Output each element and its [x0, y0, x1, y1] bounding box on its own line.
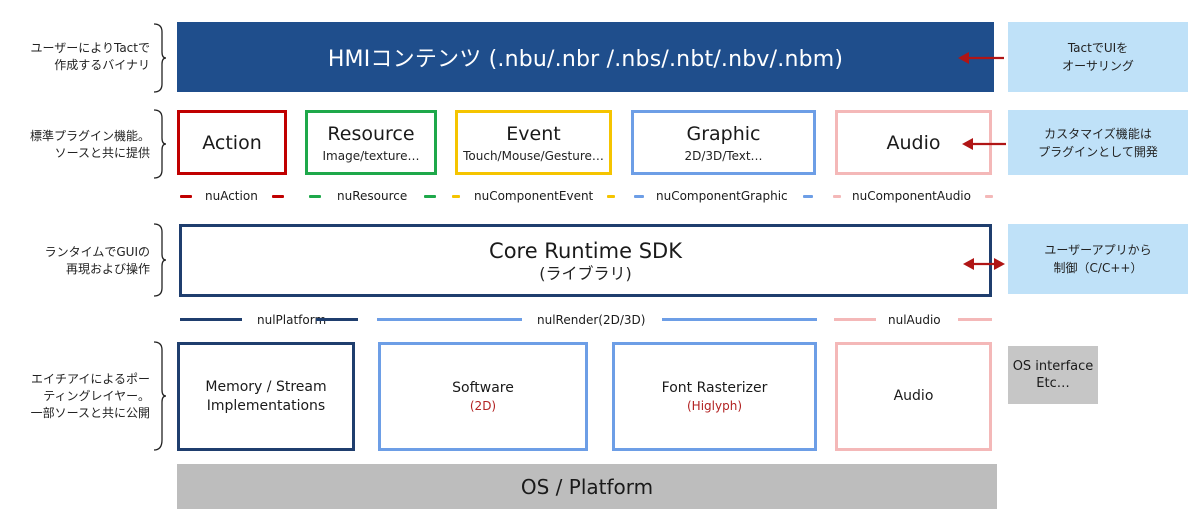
plugin-graphic-subtitle: 2D/3D/Text…: [684, 148, 763, 163]
port-font-rasterizer: Font Rasterizer (Higlyph): [612, 342, 817, 451]
callout-authoring-line-1: TactでUIを: [1067, 41, 1129, 55]
iface-label-platform: nulPlatform: [257, 313, 327, 327]
note-plugins: 標準プラグイン機能。 ソースと共に提供: [4, 128, 150, 162]
port-audio-title: Audio: [893, 388, 934, 404]
note-plugins-line-1: 標準プラグイン機能。: [29, 129, 150, 143]
note-porting: エイチアイによるポー ティングレイヤー。 一部ソースと共に公開: [4, 371, 150, 422]
plugin-event: Event Touch/Mouse/Gesture…: [455, 110, 612, 175]
iface-line-platform-right: [316, 318, 358, 321]
brace-porting: [153, 341, 166, 451]
plugin-event-subtitle: Touch/Mouse/Gesture…: [463, 148, 604, 163]
port-font-rasterizer-title: Font Rasterizer: [661, 380, 768, 396]
iface-line-audio-right: [958, 318, 992, 321]
iface-dash-action-right: [272, 195, 284, 198]
note-hmi: ユーザーによりTactで 作成するバイナリ: [4, 40, 150, 74]
os-platform-label: OS / Platform: [520, 474, 654, 499]
plugin-event-title: Event: [506, 122, 561, 145]
iface-label-graphic: nuComponentGraphic: [656, 189, 788, 203]
iface-dash-resource-left: [309, 195, 321, 198]
iface-dash-resource-right: [424, 195, 436, 198]
arrow-control-bidirectional-icon: [963, 258, 1005, 270]
iface-label-action: nuAction: [205, 189, 258, 203]
port-font-rasterizer-subtitle: (Higlyph): [687, 399, 742, 413]
iface-label-resource: nuResource: [337, 189, 408, 203]
note-porting-line-2: ティングレイヤー。: [43, 389, 150, 403]
iface-dash-graphic-left: [634, 195, 644, 198]
iface-dash-audio-right: [985, 195, 993, 198]
callout-control-line-2: 制御（C/C++）: [1053, 261, 1143, 275]
note-hmi-line-1: ユーザーによりTactで: [30, 41, 150, 55]
port-software-title: Software: [452, 380, 514, 396]
iface-label-event: nuComponentEvent: [474, 189, 594, 203]
note-plugins-line-2: ソースと共に提供: [54, 146, 150, 160]
iface-line-render-right: [662, 318, 817, 321]
plugin-action: Action: [177, 110, 287, 175]
iface-line-audio-left: [834, 318, 876, 321]
callout-customize-line-2: プラグインとして開発: [1038, 144, 1158, 159]
note-runtime-line-2: 再現および操作: [65, 262, 150, 276]
os-platform-bar: OS / Platform: [177, 464, 997, 509]
callout-control-line-1: ユーザーアプリから: [1044, 243, 1152, 257]
port-memory-stream: Memory / Stream Implementations: [177, 342, 355, 451]
port-memory-stream-title: Memory / Stream Implementations: [205, 378, 327, 414]
os-interface-box: OS interface Etc…: [1008, 346, 1098, 404]
plugin-resource-subtitle: Image/texture…: [322, 148, 420, 163]
callout-control: ユーザーアプリから 制御（C/C++）: [1008, 224, 1188, 294]
note-porting-line-1: エイチアイによるポー: [30, 372, 150, 386]
callout-customize-line-1: カスタマイズ機能は: [1044, 126, 1152, 141]
os-interface-line-2: Etc…: [1036, 376, 1070, 391]
port-audio: Audio: [835, 342, 992, 451]
note-runtime: ランタイムでGUIの 再現および操作: [4, 244, 150, 278]
plugin-audio-title: Audio: [886, 131, 941, 154]
iface-label-render: nulRender(2D/3D): [537, 313, 646, 327]
port-software: Software (2D): [378, 342, 588, 451]
hmi-content-label: HMIコンテンツ (.nbu/.nbr /.nbs/.nbt/.nbv/.nbm…: [327, 47, 844, 72]
arrow-authoring-icon: [958, 52, 1004, 64]
hmi-content-band: HMIコンテンツ (.nbu/.nbr /.nbs/.nbt/.nbv/.nbm…: [177, 22, 994, 92]
arrow-customize-icon: [962, 138, 1006, 150]
iface-line-platform-left: [180, 318, 242, 321]
plugin-graphic: Graphic 2D/3D/Text…: [631, 110, 816, 175]
plugin-action-title: Action: [202, 131, 262, 154]
iface-dash-graphic-right: [803, 195, 813, 198]
os-interface-line-1: OS interface: [1012, 359, 1094, 374]
iface-dash-action-left: [180, 195, 192, 198]
callout-authoring-line-2: オーサリング: [1062, 59, 1134, 73]
iface-label-nulaudio: nulAudio: [888, 313, 941, 327]
core-runtime-subtitle: (ライブラリ): [539, 263, 632, 283]
note-runtime-line-1: ランタイムでGUIの: [44, 245, 150, 259]
brace-runtime: [153, 223, 166, 297]
iface-dash-event-left: [452, 195, 460, 198]
plugin-resource: Resource Image/texture…: [305, 110, 437, 175]
note-porting-line-3: 一部ソースと共に公開: [30, 406, 150, 420]
iface-label-audio: nuComponentAudio: [852, 189, 971, 203]
iface-line-render-left: [377, 318, 522, 321]
core-runtime-title: Core Runtime SDK: [489, 238, 682, 263]
brace-hmi: [153, 23, 166, 93]
iface-dash-audio-left: [833, 195, 841, 198]
callout-customize: カスタマイズ機能は プラグインとして開発: [1008, 110, 1188, 175]
iface-dash-event-right: [607, 195, 615, 198]
core-runtime-box: Core Runtime SDK (ライブラリ): [179, 224, 992, 297]
plugin-graphic-title: Graphic: [686, 122, 761, 145]
brace-plugins: [153, 109, 166, 179]
callout-authoring: TactでUIを オーサリング: [1008, 22, 1188, 92]
port-software-subtitle: (2D): [469, 399, 497, 413]
note-hmi-line-2: 作成するバイナリ: [54, 58, 150, 72]
plugin-resource-title: Resource: [327, 122, 415, 145]
